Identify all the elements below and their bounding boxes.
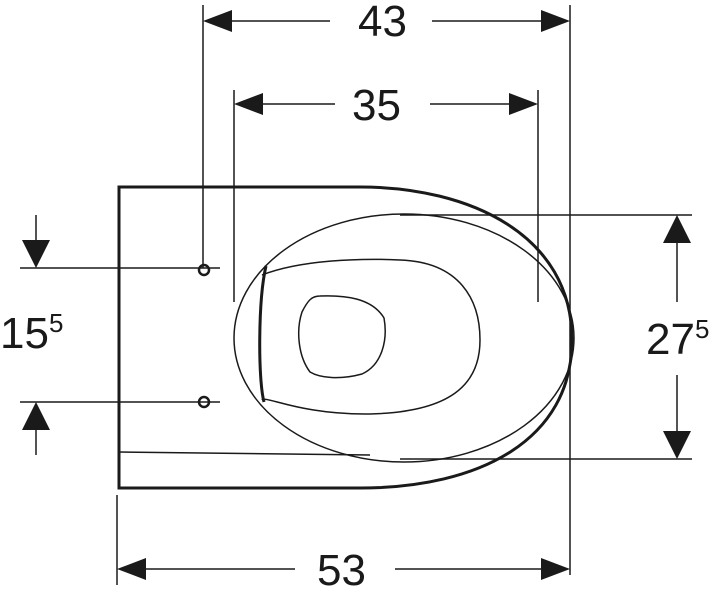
dimension-43: 43 (358, 0, 407, 46)
back-edge-line (119, 451, 371, 456)
dimension-27-5: 275 (646, 314, 710, 364)
dimension-53: 53 (317, 546, 366, 595)
outer-outline (117, 185, 574, 490)
drain-opening (297, 295, 386, 379)
bowl-inner (261, 258, 481, 415)
seat-outer (233, 213, 575, 463)
hinge-line (258, 265, 268, 403)
dimension-35: 35 (352, 81, 401, 130)
fixing-hole-top (197, 263, 211, 277)
dimension-arrowheads (22, 10, 691, 580)
dimension-15-5: 155 (0, 308, 64, 358)
